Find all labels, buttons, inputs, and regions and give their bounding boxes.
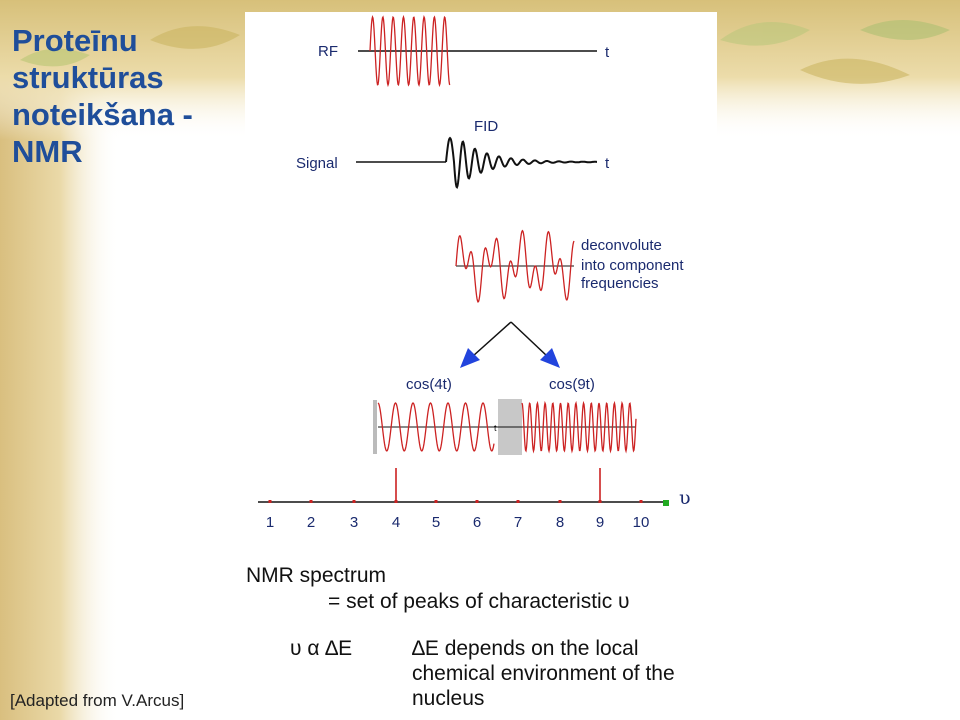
energy-line-2: chemical environment of the: [412, 662, 675, 685]
axis-label-2: 2: [307, 514, 315, 531]
slide-title: Proteīnu struktūras noteikšana - NMR: [12, 22, 252, 170]
title-line-4: NMR: [12, 134, 83, 169]
energy-line-3: nucleus: [412, 687, 485, 710]
cos9-label: cos(9t): [549, 376, 595, 393]
sum-wave: [455, 229, 575, 303]
proportionality-relation: υ α ∆E: [290, 637, 353, 660]
fid-wave: [445, 136, 597, 189]
deconvolute-line-2: into component: [581, 257, 684, 274]
energy-line-1: ∆E depends on the local: [412, 637, 639, 660]
leaf-decoration: [20, 20, 950, 84]
rf-label: RF: [318, 43, 338, 60]
title-line-1: Proteīnu: [12, 23, 138, 58]
axis-tick-10: [639, 500, 643, 503]
nu-axis-label: υ: [679, 487, 691, 509]
signal-t-label: t: [605, 155, 610, 172]
axis-label-4: 4: [392, 514, 400, 531]
title-line-2: struktūras: [12, 60, 164, 95]
energy-dependence-text: ∆E depends on the local chemical environ…: [412, 636, 675, 711]
cos9-wave: [521, 400, 637, 454]
spectrum-title: NMR spectrum: [246, 564, 387, 587]
axis-label-7: 7: [514, 514, 522, 531]
axis-label-5: 5: [432, 514, 440, 531]
axis-tick-3: [352, 500, 356, 503]
axis-label-9: 9: [596, 514, 604, 531]
axis-tick-2: [309, 500, 313, 503]
axis-label-3: 3: [350, 514, 358, 531]
rf-t-label: t: [605, 44, 610, 61]
small-t-label: t: [494, 423, 497, 433]
rf-wave: [369, 14, 451, 88]
fid-label: FID: [474, 118, 498, 135]
spectrum-definition: = set of peaks of characteristic υ: [328, 590, 630, 613]
axis-tick-labels: 1 2 3 4 5 6 7 8 9 10: [266, 514, 650, 531]
axis-label-6: 6: [473, 514, 481, 531]
axis-label-8: 8: [556, 514, 564, 531]
axis-tick-7: [516, 500, 520, 503]
axis-end-marker: [663, 500, 669, 506]
spectrum-peaks: [395, 468, 601, 502]
left-arrowhead: [460, 348, 480, 368]
split-arrows: [460, 321, 560, 368]
signal-label: Signal: [296, 155, 338, 172]
axis-label-10: 10: [633, 514, 650, 531]
axis-tick-6: [475, 500, 479, 503]
axis-tick-8: [558, 500, 562, 503]
axis-tick-1: [268, 500, 272, 503]
title-line-3: noteikšana -: [12, 97, 193, 132]
left-divider: [373, 400, 377, 454]
deconvolute-line-1: deconvolute: [581, 237, 662, 254]
axis-tick-5: [434, 500, 438, 503]
axis-label-1: 1: [266, 514, 274, 531]
right-arrowhead: [540, 348, 560, 368]
cos4-wave: [377, 402, 495, 452]
cos4-label: cos(4t): [406, 376, 452, 393]
credit-text: [Adapted from V.Arcus]: [10, 691, 185, 710]
deconvolute-line-3: frequencies: [581, 275, 659, 292]
